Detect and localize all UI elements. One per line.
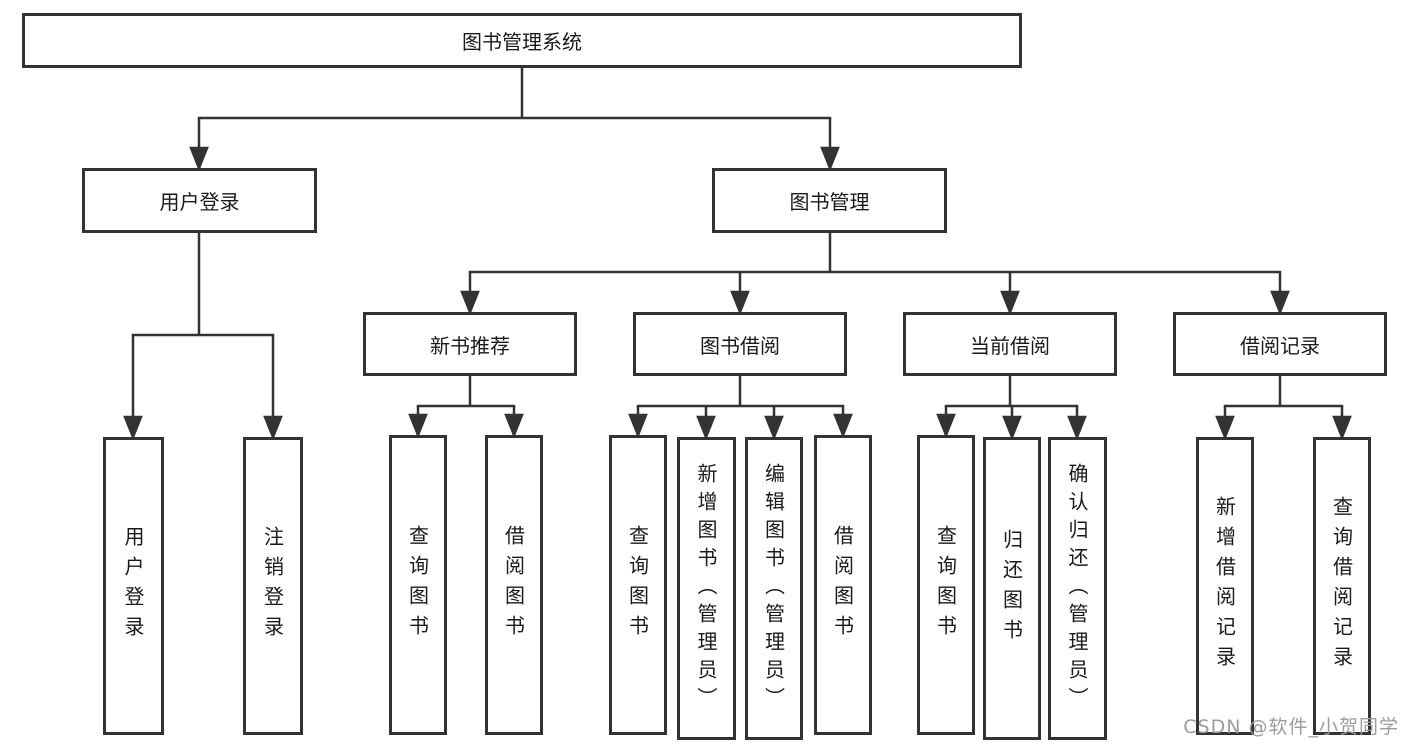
leaf-add-book-admin: 新增图书（管理员） bbox=[677, 437, 736, 740]
connector-root-to-level2 bbox=[189, 68, 840, 172]
leaf-borrow-books: 借阅图书 bbox=[814, 435, 872, 735]
csdn-watermark: CSDN @软件_小贺同学 bbox=[1183, 716, 1399, 738]
leaf-query-books-recommend: 查询图书 bbox=[389, 435, 447, 735]
leaf-confirm-return-admin: 确认归还（管理员） bbox=[1048, 437, 1107, 740]
connector-borrow-records-to-leaves bbox=[1215, 376, 1352, 441]
connector-current-borrow-to-leaves bbox=[936, 376, 1087, 441]
node-book-management-system: 图书管理系统 bbox=[22, 13, 1022, 68]
node-user-login: 用户登录 bbox=[82, 168, 317, 233]
leaf-query-books-borrow: 查询图书 bbox=[609, 435, 667, 735]
leaf-borrow-books-recommend: 借阅图书 bbox=[485, 435, 543, 735]
connector-book-borrow-to-leaves bbox=[628, 376, 853, 441]
node-new-book-recommend: 新书推荐 bbox=[363, 312, 577, 376]
node-borrow-records: 借阅记录 bbox=[1173, 312, 1387, 376]
leaf-add-borrow-record: 新增借阅记录 bbox=[1196, 437, 1254, 735]
leaf-query-borrow-record: 查询借阅记录 bbox=[1313, 437, 1371, 735]
connector-book-management-to-level3 bbox=[460, 233, 1290, 316]
node-current-borrow: 当前借阅 bbox=[903, 312, 1117, 376]
node-book-borrow: 图书借阅 bbox=[633, 312, 847, 376]
leaf-query-books-current: 查询图书 bbox=[917, 435, 975, 735]
leaf-logout: 注销登录 bbox=[243, 437, 303, 735]
leaf-user-login: 用户登录 bbox=[103, 437, 164, 735]
leaf-return-book: 归还图书 bbox=[983, 437, 1041, 740]
leaf-edit-book-admin: 编辑图书（管理员） bbox=[745, 437, 803, 740]
connector-user-login-to-leaves bbox=[123, 233, 283, 441]
node-book-management: 图书管理 bbox=[712, 168, 947, 233]
connector-new-book-recommend-to-leaves bbox=[408, 376, 524, 439]
